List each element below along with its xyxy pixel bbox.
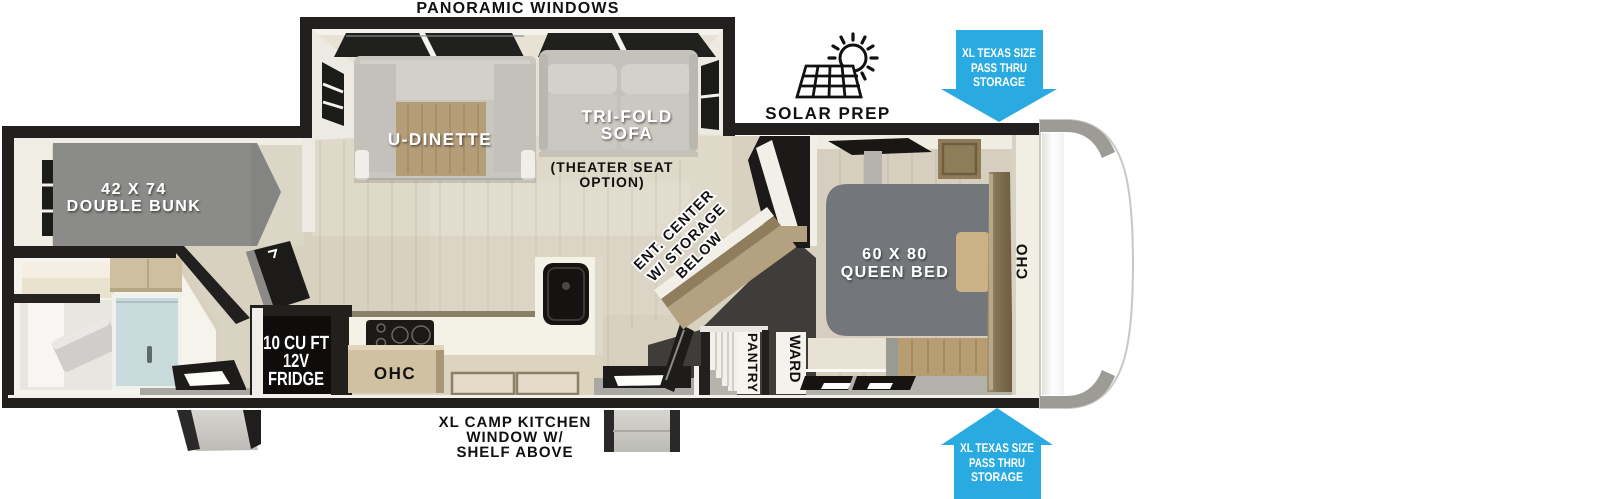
svg-text:42 X 74: 42 X 74 bbox=[101, 181, 167, 198]
svg-text:XL TEXAS SIZE: XL TEXAS SIZE bbox=[960, 441, 1034, 455]
svg-text:TRI-FOLD: TRI-FOLD bbox=[581, 107, 672, 126]
svg-text:CHO: CHO bbox=[1014, 243, 1031, 279]
svg-text:SHELF ABOVE: SHELF ABOVE bbox=[456, 444, 573, 461]
svg-text:60 X 80: 60 X 80 bbox=[862, 246, 928, 263]
svg-text:10 CU FT: 10 CU FT bbox=[263, 333, 329, 354]
svg-text:U-DINETTE: U-DINETTE bbox=[388, 130, 492, 149]
svg-text:SOFA: SOFA bbox=[601, 124, 653, 143]
svg-text:12V: 12V bbox=[283, 351, 309, 372]
svg-text:PASS THRU: PASS THRU bbox=[971, 61, 1027, 75]
svg-text:WARD: WARD bbox=[786, 335, 803, 383]
svg-text:QUEEN BED: QUEEN BED bbox=[841, 264, 950, 281]
svg-text:XL CAMP KITCHEN: XL CAMP KITCHEN bbox=[439, 414, 592, 431]
svg-text:(THEATER SEAT: (THEATER SEAT bbox=[551, 159, 674, 175]
svg-text:WINDOW W/: WINDOW W/ bbox=[466, 429, 563, 446]
svg-text:STORAGE: STORAGE bbox=[973, 75, 1025, 89]
svg-text:SOLAR PREP: SOLAR PREP bbox=[765, 104, 891, 123]
svg-text:STORAGE: STORAGE bbox=[971, 470, 1023, 484]
svg-text:FRIDGE: FRIDGE bbox=[268, 369, 324, 390]
svg-text:PANORAMIC WINDOWS: PANORAMIC WINDOWS bbox=[416, 0, 619, 17]
svg-text:XL TEXAS SIZE: XL TEXAS SIZE bbox=[962, 46, 1036, 60]
svg-text:DOUBLE BUNK: DOUBLE BUNK bbox=[67, 198, 202, 215]
svg-text:PASS THRU: PASS THRU bbox=[969, 456, 1025, 470]
svg-text:OHC: OHC bbox=[374, 364, 416, 383]
svg-text:PANTRY: PANTRY bbox=[745, 333, 760, 393]
svg-text:OPTION): OPTION) bbox=[579, 174, 644, 190]
